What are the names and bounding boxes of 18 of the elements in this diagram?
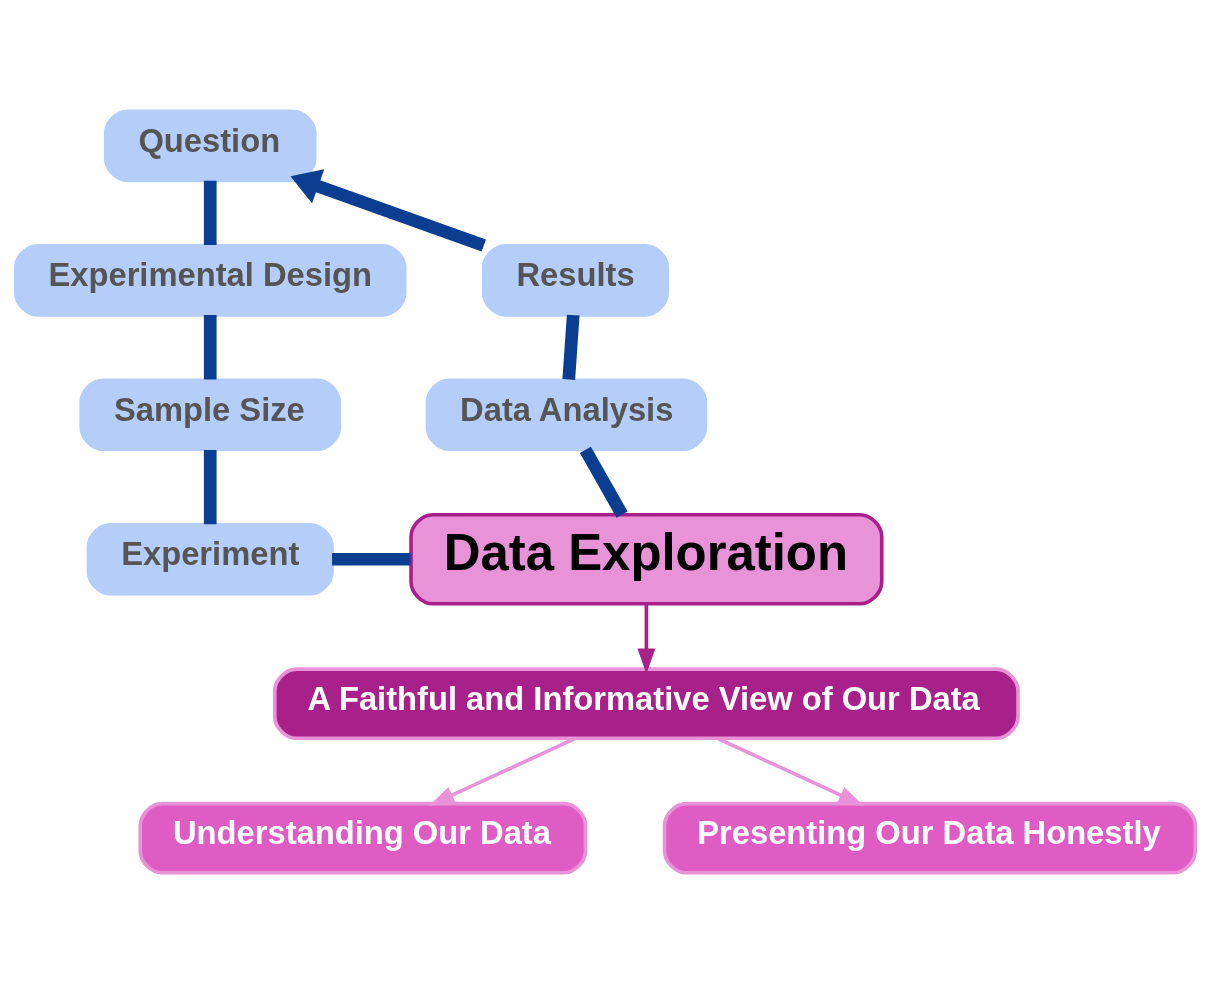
node-box: Results [481,243,670,317]
connector [203,314,217,379]
connector [562,314,580,380]
connector [203,180,217,245]
node-box: Data Analysis [425,377,708,451]
arrow [290,168,486,252]
node-box: Experimental Design [13,243,407,317]
node-box: Presenting Our Data Honestly [662,801,1198,875]
node-box: Data Exploration [409,512,884,606]
connector [332,552,411,566]
node-box: Sample Size [79,377,342,451]
node-box: Question [103,108,317,182]
arrow [637,603,656,674]
node-box: Experiment [86,522,334,596]
connector [579,446,628,518]
node-box: Understanding Our Data [138,801,588,875]
connector [203,449,217,524]
node-box: A Faithful and Informative View of Our Data [272,666,1020,740]
